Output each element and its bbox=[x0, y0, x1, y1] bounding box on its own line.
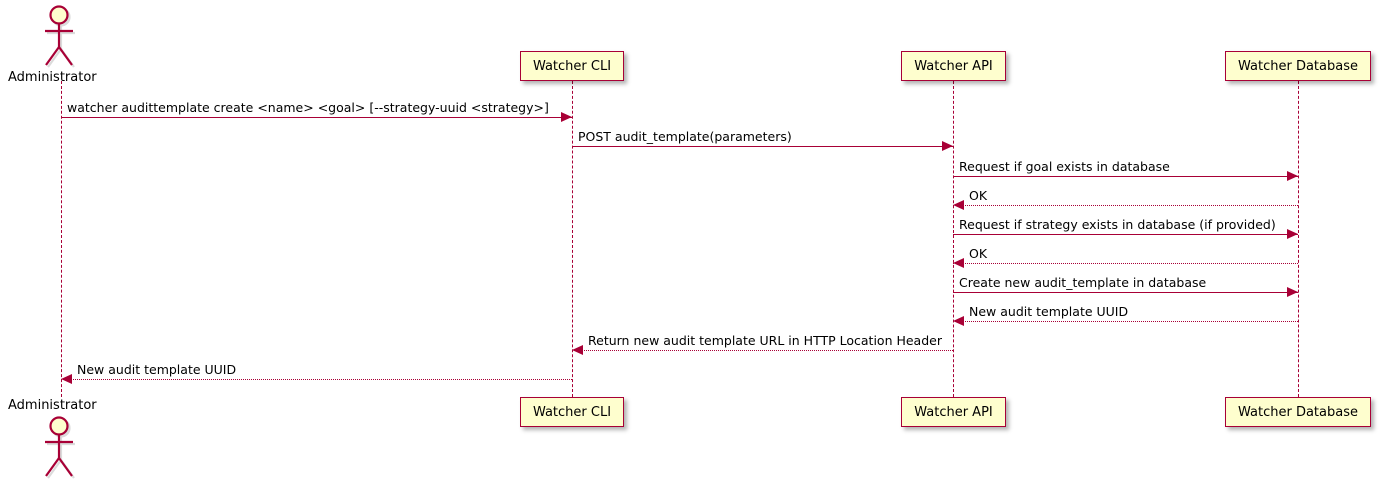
message-label-5: OK bbox=[969, 246, 988, 261]
actor-label-administrator-bottom: Administrator bbox=[8, 398, 97, 413]
message-label-6: Create new audit_template in database bbox=[959, 275, 1207, 290]
message-line-8 bbox=[572, 350, 953, 351]
lifeline-watcher-database bbox=[1298, 81, 1299, 397]
message-label-3: OK bbox=[969, 188, 988, 203]
message-line-9 bbox=[61, 379, 572, 380]
message-arrowhead-0 bbox=[561, 112, 572, 122]
message-line-7 bbox=[953, 321, 1298, 322]
lifeline-watcher-cli bbox=[572, 81, 573, 397]
lifeline-administrator bbox=[61, 81, 62, 397]
message-arrowhead-3 bbox=[953, 200, 964, 210]
actor-figure-administrator bbox=[45, 5, 75, 68]
message-label-0: watcher audittemplate create <name> <goa… bbox=[67, 100, 549, 115]
participant-watcher-api-top[interactable]: Watcher API bbox=[901, 51, 1006, 81]
message-line-5 bbox=[953, 263, 1298, 264]
participant-watcher-database-top[interactable]: Watcher Database bbox=[1225, 51, 1371, 81]
message-label-1: POST audit_template(parameters) bbox=[578, 129, 792, 144]
message-line-1 bbox=[572, 146, 953, 147]
message-label-4: Request if strategy exists in database (… bbox=[959, 217, 1276, 232]
participant-watcher-database-bottom[interactable]: Watcher Database bbox=[1225, 397, 1371, 427]
participant-watcher-cli-bottom[interactable]: Watcher CLI bbox=[520, 397, 624, 427]
participant-watcher-cli-top[interactable]: Watcher CLI bbox=[520, 51, 624, 81]
message-label-9: New audit template UUID bbox=[77, 362, 237, 377]
message-label-7: New audit template UUID bbox=[969, 304, 1129, 319]
actor-figure-administrator-bottom bbox=[45, 416, 75, 479]
message-label-8: Return new audit template URL in HTTP Lo… bbox=[588, 333, 942, 348]
message-arrowhead-7 bbox=[953, 316, 964, 326]
message-arrowhead-1 bbox=[942, 141, 953, 151]
message-line-2 bbox=[953, 176, 1298, 177]
message-arrowhead-5 bbox=[953, 258, 964, 268]
message-line-6 bbox=[953, 292, 1298, 293]
message-label-2: Request if goal exists in database bbox=[959, 159, 1170, 174]
lifeline-watcher-api bbox=[953, 81, 954, 397]
message-arrowhead-4 bbox=[1287, 229, 1298, 239]
message-line-0 bbox=[61, 117, 572, 118]
message-line-4 bbox=[953, 234, 1298, 235]
message-arrowhead-8 bbox=[572, 345, 583, 355]
message-arrowhead-2 bbox=[1287, 171, 1298, 181]
actor-label-administrator-top: Administrator bbox=[8, 70, 97, 85]
message-arrowhead-9 bbox=[61, 374, 72, 384]
participant-watcher-api-bottom[interactable]: Watcher API bbox=[901, 397, 1006, 427]
message-line-3 bbox=[953, 205, 1298, 206]
message-arrowhead-6 bbox=[1287, 287, 1298, 297]
